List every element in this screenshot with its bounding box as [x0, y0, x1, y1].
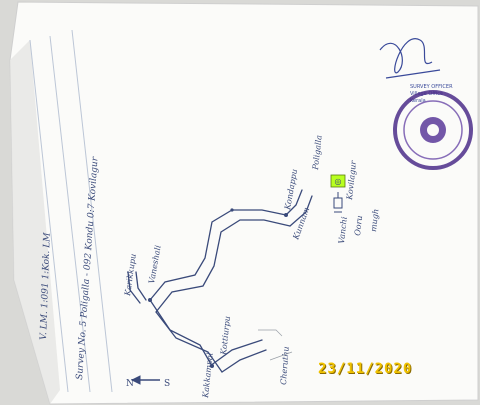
signature — [379, 38, 441, 79]
site-marker-glyph: ◎ — [335, 177, 342, 186]
legend-b: Ooru — [353, 215, 364, 236]
ruled-lines — [29, 29, 113, 393]
south-label: S — [164, 379, 170, 389]
label-low-left: Cheruthu — [279, 346, 291, 385]
legend-a: Vanchi — [337, 216, 349, 244]
junction-marks — [148, 208, 288, 368]
label-right-3: Kovilagur — [345, 159, 358, 201]
branch-road-4 — [289, 195, 313, 227]
side-road-b — [127, 271, 141, 304]
lower-link — [209, 339, 263, 367]
label-mid: Kottiurpu — [219, 316, 232, 357]
building-symbol — [333, 192, 343, 213]
road-network — [127, 189, 313, 373]
header-line-1: V. LM. 1:091 1:Kok. LM — [39, 232, 53, 340]
label-right-2: Poligalla — [311, 134, 324, 171]
paper-fold — [10, 40, 60, 404]
legend-c: mugh — [369, 208, 380, 232]
date-stamp: 23/11/2020 — [318, 361, 413, 377]
branch-road-3 — [285, 189, 303, 216]
pencil-marks — [258, 329, 293, 361]
svg-text:SURVEY OFFICER: SURVEY OFFICER — [410, 84, 453, 90]
site-marker-highlight — [330, 174, 346, 188]
main-road-lower — [155, 219, 291, 313]
side-road-a — [135, 271, 147, 301]
lower-link-2 — [221, 349, 267, 373]
branch-road-1 — [149, 299, 213, 367]
main-road-upper — [149, 209, 287, 301]
north-label: N — [126, 379, 134, 389]
office-stamp — [393, 90, 473, 170]
svg-text:Kerala: Kerala — [410, 98, 426, 104]
north-arrow — [130, 375, 160, 385]
